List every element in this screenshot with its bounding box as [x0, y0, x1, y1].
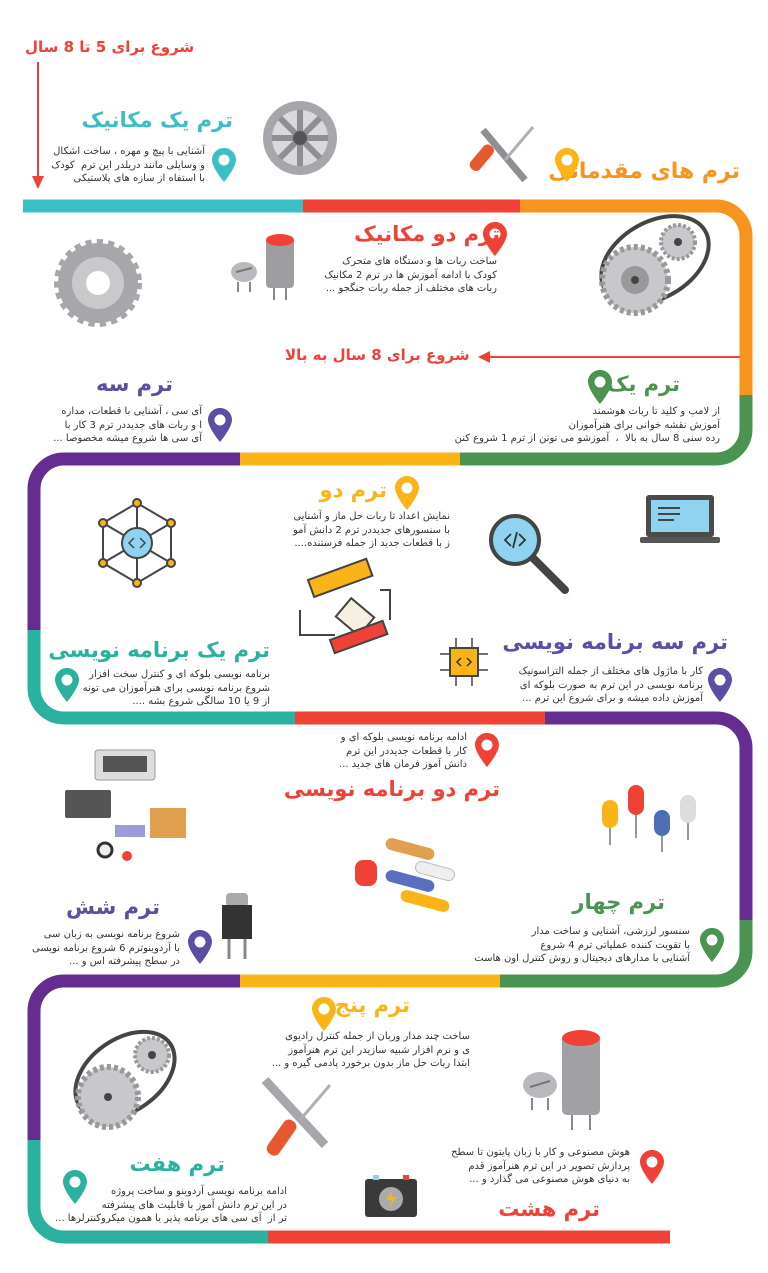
location-pin-icon	[188, 930, 212, 964]
magnifier-code-icon	[489, 514, 569, 594]
battery-icon	[365, 1175, 417, 1217]
term-description: هوش مصنوعی و کار با زبان پایتون تا سطح پ…	[451, 1147, 630, 1185]
term-title: ترم چهار	[572, 890, 665, 914]
path-segment	[27, 630, 295, 725]
arrow-left-icon	[478, 351, 740, 363]
resistors-icon	[355, 838, 456, 912]
term-title: ترم شش	[66, 895, 161, 919]
term-description: نمایش اعداد تا ربات حل ماز و آشنایی با س…	[292, 511, 450, 549]
path-segment	[27, 974, 240, 1140]
location-pin-icon	[588, 370, 612, 404]
start-label-age-8-up: شروع برای 8 سال به بالا	[285, 346, 470, 364]
location-pin-icon	[708, 668, 732, 702]
path-segment	[460, 395, 753, 466]
location-pin-icon	[55, 668, 79, 702]
term-description: آی سی ، آشنایی با قطعات، مداره ا و ربات …	[53, 406, 202, 444]
location-pin-icon	[483, 222, 507, 256]
location-pin-icon	[312, 997, 336, 1031]
capacitor-potentiometer-icon	[523, 1030, 600, 1130]
term-title: ترم دو	[319, 478, 388, 502]
term-description: آشنایی با پیچ و مهره ، ساخت اشکال و وسای…	[51, 146, 205, 184]
circuit-board-icon	[299, 557, 391, 655]
term-title: ترم سه برنامه نویسی	[502, 630, 728, 654]
location-pin-icon	[475, 733, 499, 767]
transistor-icon	[222, 893, 252, 959]
electronic-components-icon	[65, 749, 186, 861]
wheel-icon	[263, 101, 337, 175]
laptop-code-icon	[640, 495, 720, 543]
location-pin-icon	[63, 1170, 87, 1204]
location-pin-icon	[395, 476, 419, 510]
location-pin-icon	[700, 928, 724, 962]
leds-icon	[602, 785, 696, 852]
path-segment	[500, 920, 753, 988]
term-title: ترم دو مکانیک	[354, 222, 500, 246]
term-description: برنامه نویسی بلوکه ای و کنترل سخت افزار …	[82, 669, 270, 707]
start-label-age-5-8: شروع برای 5 تا 8 سال	[25, 38, 195, 56]
gear-belt-icon	[73, 1029, 177, 1130]
term-title: ترم پنج	[334, 993, 411, 1017]
path-segment	[520, 199, 753, 395]
term-title: ترم یک مکانیک	[81, 108, 234, 132]
path-segment	[27, 452, 240, 630]
path-segment	[27, 1140, 268, 1244]
term-title: ترم یک	[606, 372, 681, 396]
path-segment	[545, 711, 753, 920]
term-description: ساخت چند مدار وربان از جمله کنترل رادیوی…	[271, 1031, 470, 1069]
term-title: ترم یک برنامه نویسی	[48, 638, 270, 662]
network-code-icon	[98, 498, 176, 588]
term-description: شروع برنامه نویسی به زبان سی با آردوینوت…	[32, 929, 180, 967]
term-title: ترم سه	[95, 372, 174, 396]
gear-belt-icon	[599, 214, 711, 316]
term-title: ترم هشت	[498, 1197, 600, 1221]
gear-icon	[54, 239, 142, 327]
location-pin-icon	[555, 148, 579, 182]
term-title: ترم دو برنامه نویسی	[283, 777, 501, 801]
term-description: سنسور لرزشی، آشنایی و ساخت مدار با تقویت…	[474, 926, 690, 964]
location-pin-icon	[208, 408, 232, 442]
term-description: ادامه برنامه نویسی بلوکه ای و کار با قطع…	[339, 732, 467, 770]
wrench-screwdriver-icon	[469, 126, 535, 183]
term-description: از لامپ و کلید تا ربات هوشمند آموزش نقشه…	[454, 406, 720, 444]
term-description: کار با ماژول های مختلف از جمله التراسونی…	[518, 666, 703, 704]
term-title: ترم هفت	[129, 1152, 225, 1176]
capacitor-potentiometer-icon	[231, 234, 294, 300]
term-description: ساخت ربات ها و دستگاه های متحرک کودک با …	[324, 256, 497, 294]
arrow-down-icon	[32, 62, 44, 189]
intro-title: ترم های مقدماتی	[548, 159, 740, 184]
location-pin-icon	[212, 148, 236, 182]
wrench-screwdriver-icon	[261, 1076, 332, 1156]
chip-icon	[440, 638, 488, 686]
location-pin-icon	[640, 1150, 664, 1184]
term-description: ادامه برنامه نویسی آردوینو و ساخت پروژه …	[55, 1186, 287, 1224]
